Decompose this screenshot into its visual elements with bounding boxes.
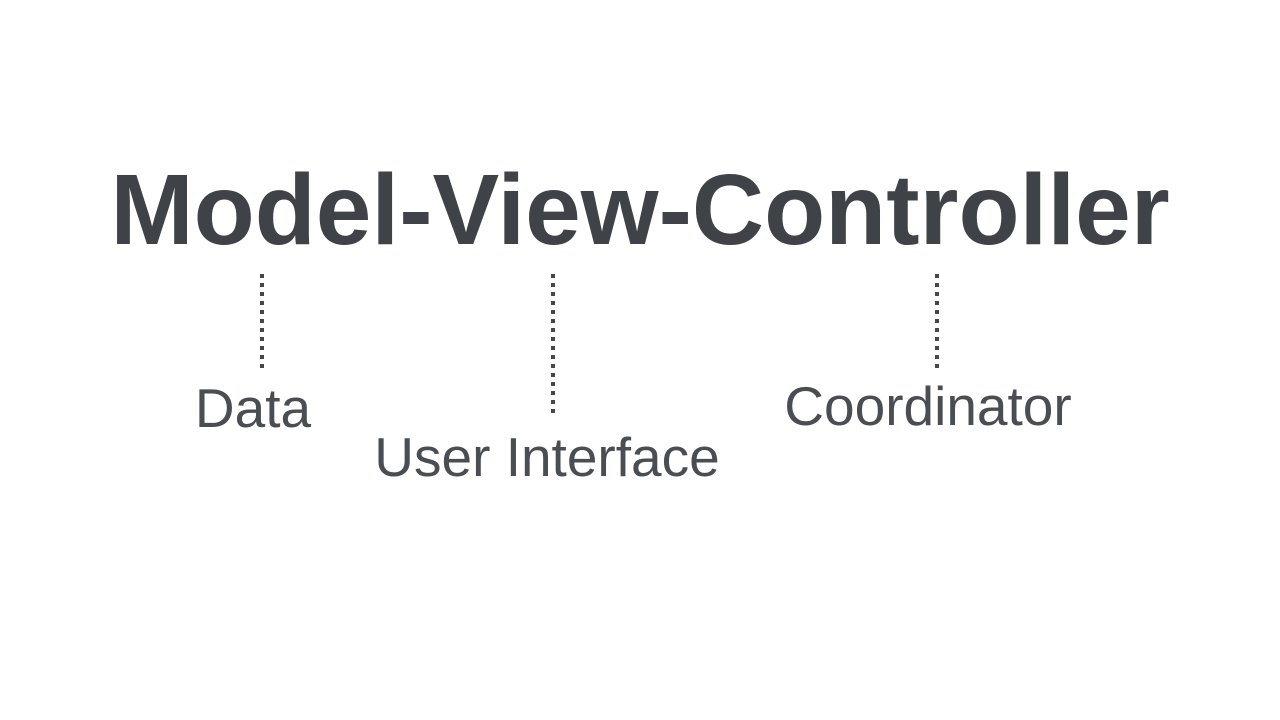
view-connector-dotted-line xyxy=(551,274,555,417)
model-annotation-label: Data xyxy=(194,377,312,439)
diagram-title: Model-View-Controller xyxy=(110,154,1170,266)
controller-annotation-label: Coordinator xyxy=(784,375,1072,437)
controller-connector-dotted-line xyxy=(935,274,939,368)
model-connector-dotted-line xyxy=(260,274,264,368)
view-annotation-label: User Interface xyxy=(374,426,720,488)
